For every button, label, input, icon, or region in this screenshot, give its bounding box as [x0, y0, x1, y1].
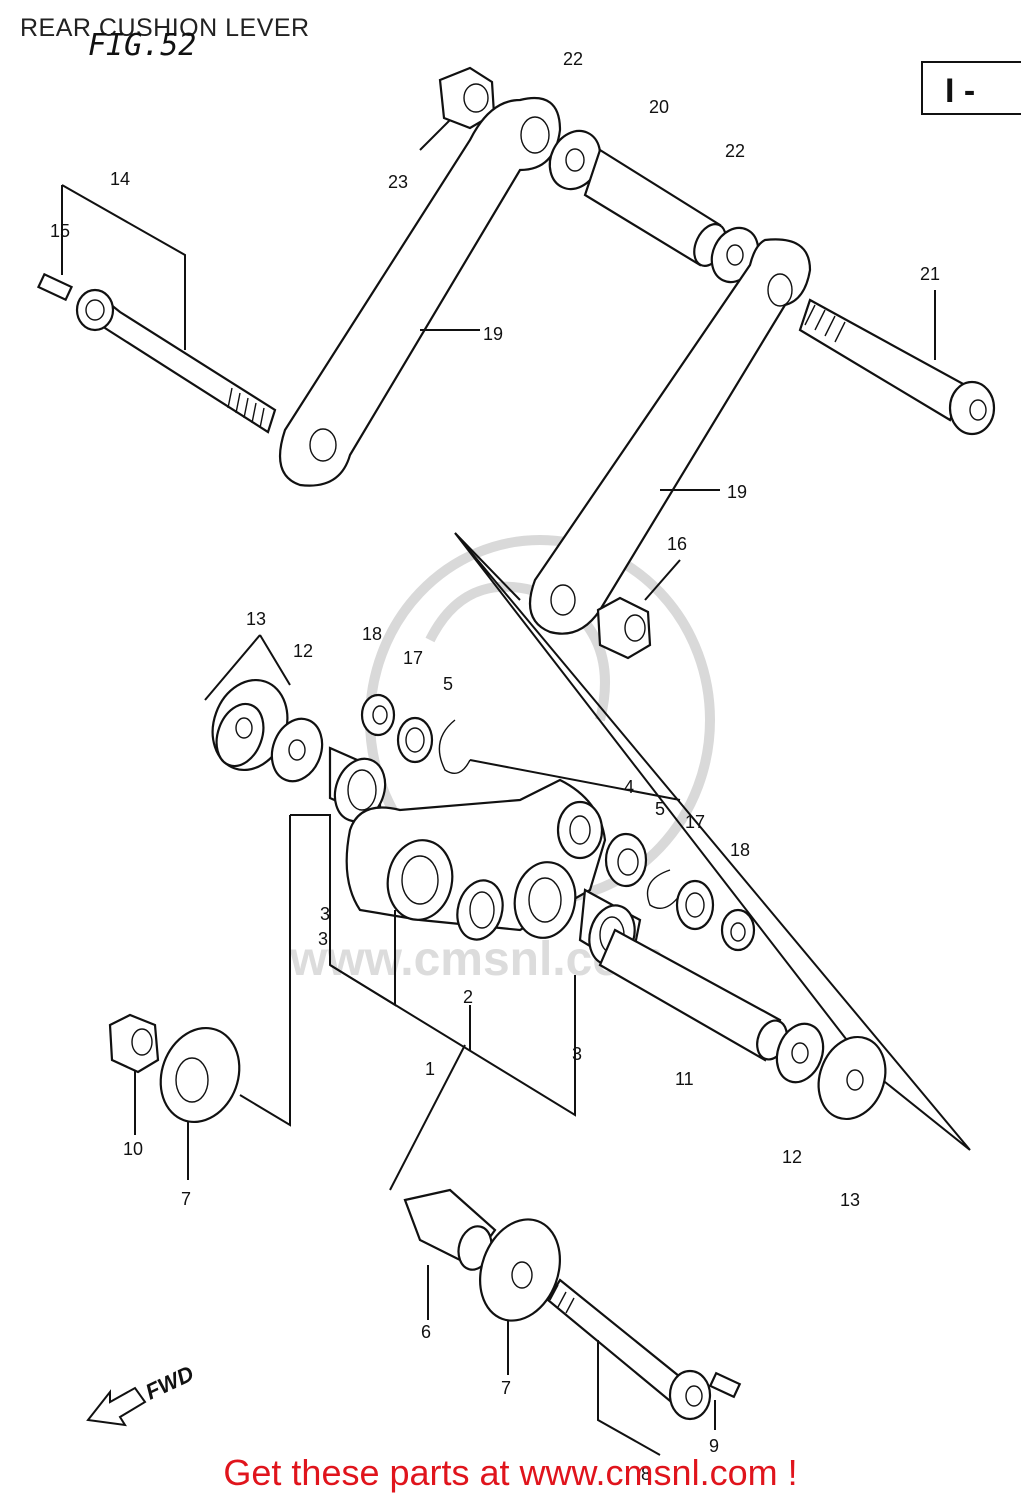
bolt-8: [546, 1278, 712, 1421]
cushion-rod-19-left: [278, 96, 562, 487]
callout-3-left: 3: [320, 904, 330, 924]
callout-22-upper: 22: [563, 49, 583, 69]
washer-7-lower: [479, 1218, 561, 1322]
callout-18-lower: 18: [730, 840, 750, 860]
cushion-rod-19-right: [528, 238, 812, 635]
forward-direction-arrow: FWD: [86, 1361, 198, 1427]
callout-9: 9: [709, 1436, 719, 1456]
seal-13-right: [817, 1035, 887, 1121]
section-mark: I -: [921, 61, 1021, 115]
collar-6: [403, 1188, 497, 1271]
washer-12-right: [775, 1022, 825, 1084]
callout-16: 16: [667, 534, 687, 554]
grease-nipple-9: [708, 1371, 742, 1399]
cushion-lever-1: [345, 778, 607, 939]
bearing-4: [604, 832, 648, 888]
nut-16: [596, 596, 652, 660]
callout-8: 8: [641, 1464, 651, 1484]
callout-13-lower: 13: [840, 1190, 860, 1210]
fwd-label: FWD: [142, 1361, 198, 1405]
washer-22-upper: [548, 129, 602, 191]
bushing-18-upper: [360, 693, 396, 737]
callout-23: 23: [388, 172, 408, 192]
collar-7-left: [159, 1026, 241, 1124]
callout-12-upper: 12: [293, 641, 313, 661]
callout-5-upper: 5: [443, 674, 453, 694]
callout-10: 10: [123, 1139, 143, 1159]
callout-17-lower: 17: [685, 812, 705, 832]
callout-19-lower: 19: [727, 482, 747, 502]
bolt-14: [75, 288, 277, 434]
grease-nipple-15: [36, 272, 74, 302]
callout-11: 11: [675, 1069, 694, 1089]
callout-22-lower: 22: [725, 141, 745, 161]
callout-4: 4: [624, 777, 634, 797]
circlip-5-upper: [438, 719, 471, 774]
circlip-5-lower: [646, 869, 681, 909]
callout-5-lower: 5: [655, 799, 665, 819]
callout-2: 2: [463, 987, 473, 1007]
bushing-17-lower: [675, 879, 715, 931]
callout-7-left: 7: [181, 1189, 191, 1209]
washer-12-left: [270, 717, 324, 783]
callout-3-right: 3: [572, 1044, 582, 1064]
callout-14: 14: [110, 169, 130, 189]
callout-18-upper: 18: [362, 624, 382, 644]
seal-13-left: [211, 678, 289, 772]
callout-15: 15: [50, 221, 70, 241]
callout-1: 1: [425, 1059, 435, 1079]
callout-17-upper: 17: [403, 648, 423, 668]
figure-number: FIG.52: [88, 28, 197, 63]
callout-21: 21: [920, 264, 940, 284]
parts-shop-banner-link[interactable]: Get these parts at www.cmsnl.com !: [223, 1452, 798, 1493]
callout-20: 20: [649, 97, 669, 117]
spacer-11: [598, 928, 788, 1062]
callout-labels: 14 15 23 22 20 22 21 19 19 16 13 12 18 1…: [50, 49, 940, 1484]
bushing-18-lower: [720, 908, 756, 952]
callout-6: 6: [421, 1322, 431, 1342]
bolt-21: [798, 298, 996, 436]
callout-13-upper: 13: [246, 609, 266, 629]
nut-10: [108, 1013, 160, 1074]
section-mark-text: I -: [945, 72, 975, 110]
callout-7-lower: 7: [501, 1378, 511, 1398]
spacer-20: [583, 148, 727, 267]
bearing-2: [456, 879, 504, 941]
callout-3-mid: 3: [318, 929, 328, 949]
callout-12-lower: 12: [782, 1147, 802, 1167]
callout-19-upper: 19: [483, 324, 503, 344]
page-title: REAR CUSHION LEVER: [20, 14, 310, 42]
bushing-17-upper: [396, 716, 434, 764]
